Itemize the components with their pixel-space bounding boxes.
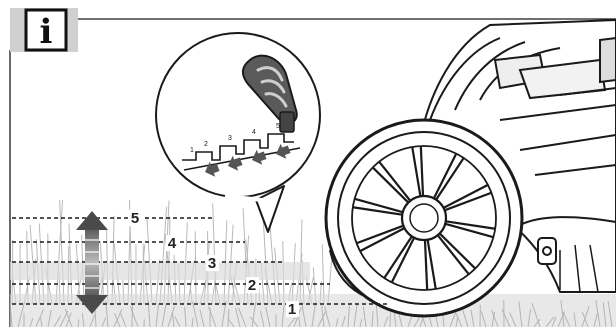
- lever-notch-label: 1: [190, 147, 194, 154]
- height-level-label: 4: [168, 235, 177, 252]
- lever-notch-label: 2: [204, 141, 208, 148]
- info-badge: i: [10, 8, 78, 52]
- lever-notch-label: 3: [228, 135, 232, 142]
- height-level-label: 2: [248, 277, 256, 294]
- height-level-label: 3: [208, 255, 216, 272]
- height-level-label: 5: [131, 210, 139, 227]
- height-level-label: 1: [288, 301, 296, 318]
- lever-notch-label: 4: [252, 129, 256, 136]
- info-icon: i: [40, 12, 53, 52]
- wheel-icon: [326, 120, 522, 316]
